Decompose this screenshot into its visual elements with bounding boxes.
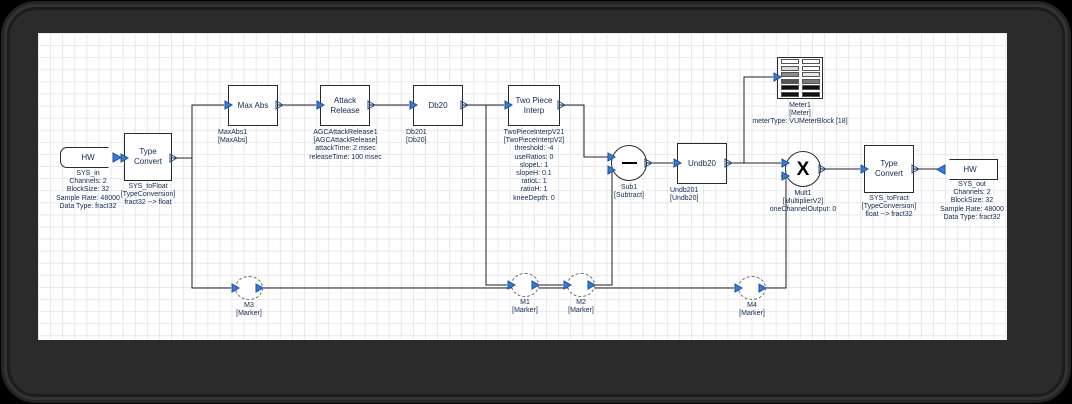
block-undb20[interactable]: Undb20 — [677, 143, 727, 184]
vu-meter-icon — [780, 59, 799, 97]
caption-type-convert-in: SYS_toFloat [TypeConversion] fract32 -->… — [120, 183, 176, 207]
diagram-canvas[interactable]: HW SYS_in Channels: 2 BlockSize: 32 Samp… — [38, 33, 1007, 340]
caption-max-abs: MaxAbs1 [MaxAbs] — [218, 129, 248, 145]
wire-layer — [116, 76, 938, 289]
block-hw-in[interactable]: HW — [60, 147, 116, 168]
caption-meter: Meter1 [Meter] meterType: VUMeterBlock [… — [752, 102, 848, 126]
multiply-icon: X — [796, 158, 810, 180]
caption-hw-out: SYS_out Channels: 2 BlockSize: 32 Sample… — [940, 181, 1004, 221]
block-multiplier[interactable]: X — [785, 151, 821, 187]
block-hw-in-title: HW — [81, 153, 95, 162]
block-db20[interactable]: Db20 — [413, 85, 463, 126]
caption-multiplier: Mult1 [MultiplierV2] oneChannelOutput: 0 — [769, 190, 837, 214]
block-max-abs[interactable]: Max Abs — [228, 85, 278, 126]
block-attack-release[interactable]: Attack Release — [320, 85, 370, 126]
caption-db20: Db201 [Db20] — [406, 129, 427, 145]
block-meter[interactable] — [777, 57, 823, 99]
block-two-piece-interp[interactable]: Two Piece Interp — [508, 85, 560, 126]
minus-icon — [621, 162, 637, 164]
caption-hw-in: SYS_in Channels: 2 BlockSize: 32 Sample … — [56, 170, 120, 210]
block-type-convert-in-title: Type Convert — [133, 147, 162, 166]
block-hw-out-title: HW — [963, 165, 977, 174]
vu-meter-icon-right — [801, 59, 820, 97]
block-undb20-title: Undb20 — [687, 158, 717, 168]
block-max-abs-title: Max Abs — [237, 100, 269, 110]
caption-marker-m4: M4 [Marker] — [739, 302, 765, 318]
caption-marker-m2: M2 [Marker] — [568, 299, 594, 315]
block-two-piece-interp-title: Two Piece Interp — [515, 95, 553, 115]
block-subtract[interactable] — [611, 145, 647, 181]
block-type-convert-out-title: Type Convert — [874, 159, 903, 178]
block-type-convert-in[interactable]: Type Convert — [124, 133, 172, 181]
caption-two-piece-interp: TwoPieceInterpV21 [TwoPieceInterpV2] thr… — [503, 129, 565, 202]
block-hw-out[interactable]: HW — [942, 159, 998, 180]
caption-marker-m1: M1 [Marker] — [512, 299, 538, 315]
caption-type-convert-out: SYS_toFract [TypeConversion] float --> f… — [861, 195, 917, 219]
block-type-convert-out[interactable]: Type Convert — [864, 145, 914, 193]
block-db20-title: Db20 — [428, 100, 448, 110]
caption-marker-m3: M3 [Marker] — [236, 302, 262, 318]
caption-attack-release: AGCAttackRelease1 [AGCAttackRelease] att… — [309, 129, 382, 161]
caption-subtract: Sub1 [Subtract] — [614, 184, 644, 200]
block-attack-release-title: Attack Release — [330, 95, 360, 115]
caption-undb20: Undb201 [Undb20] — [670, 187, 699, 203]
